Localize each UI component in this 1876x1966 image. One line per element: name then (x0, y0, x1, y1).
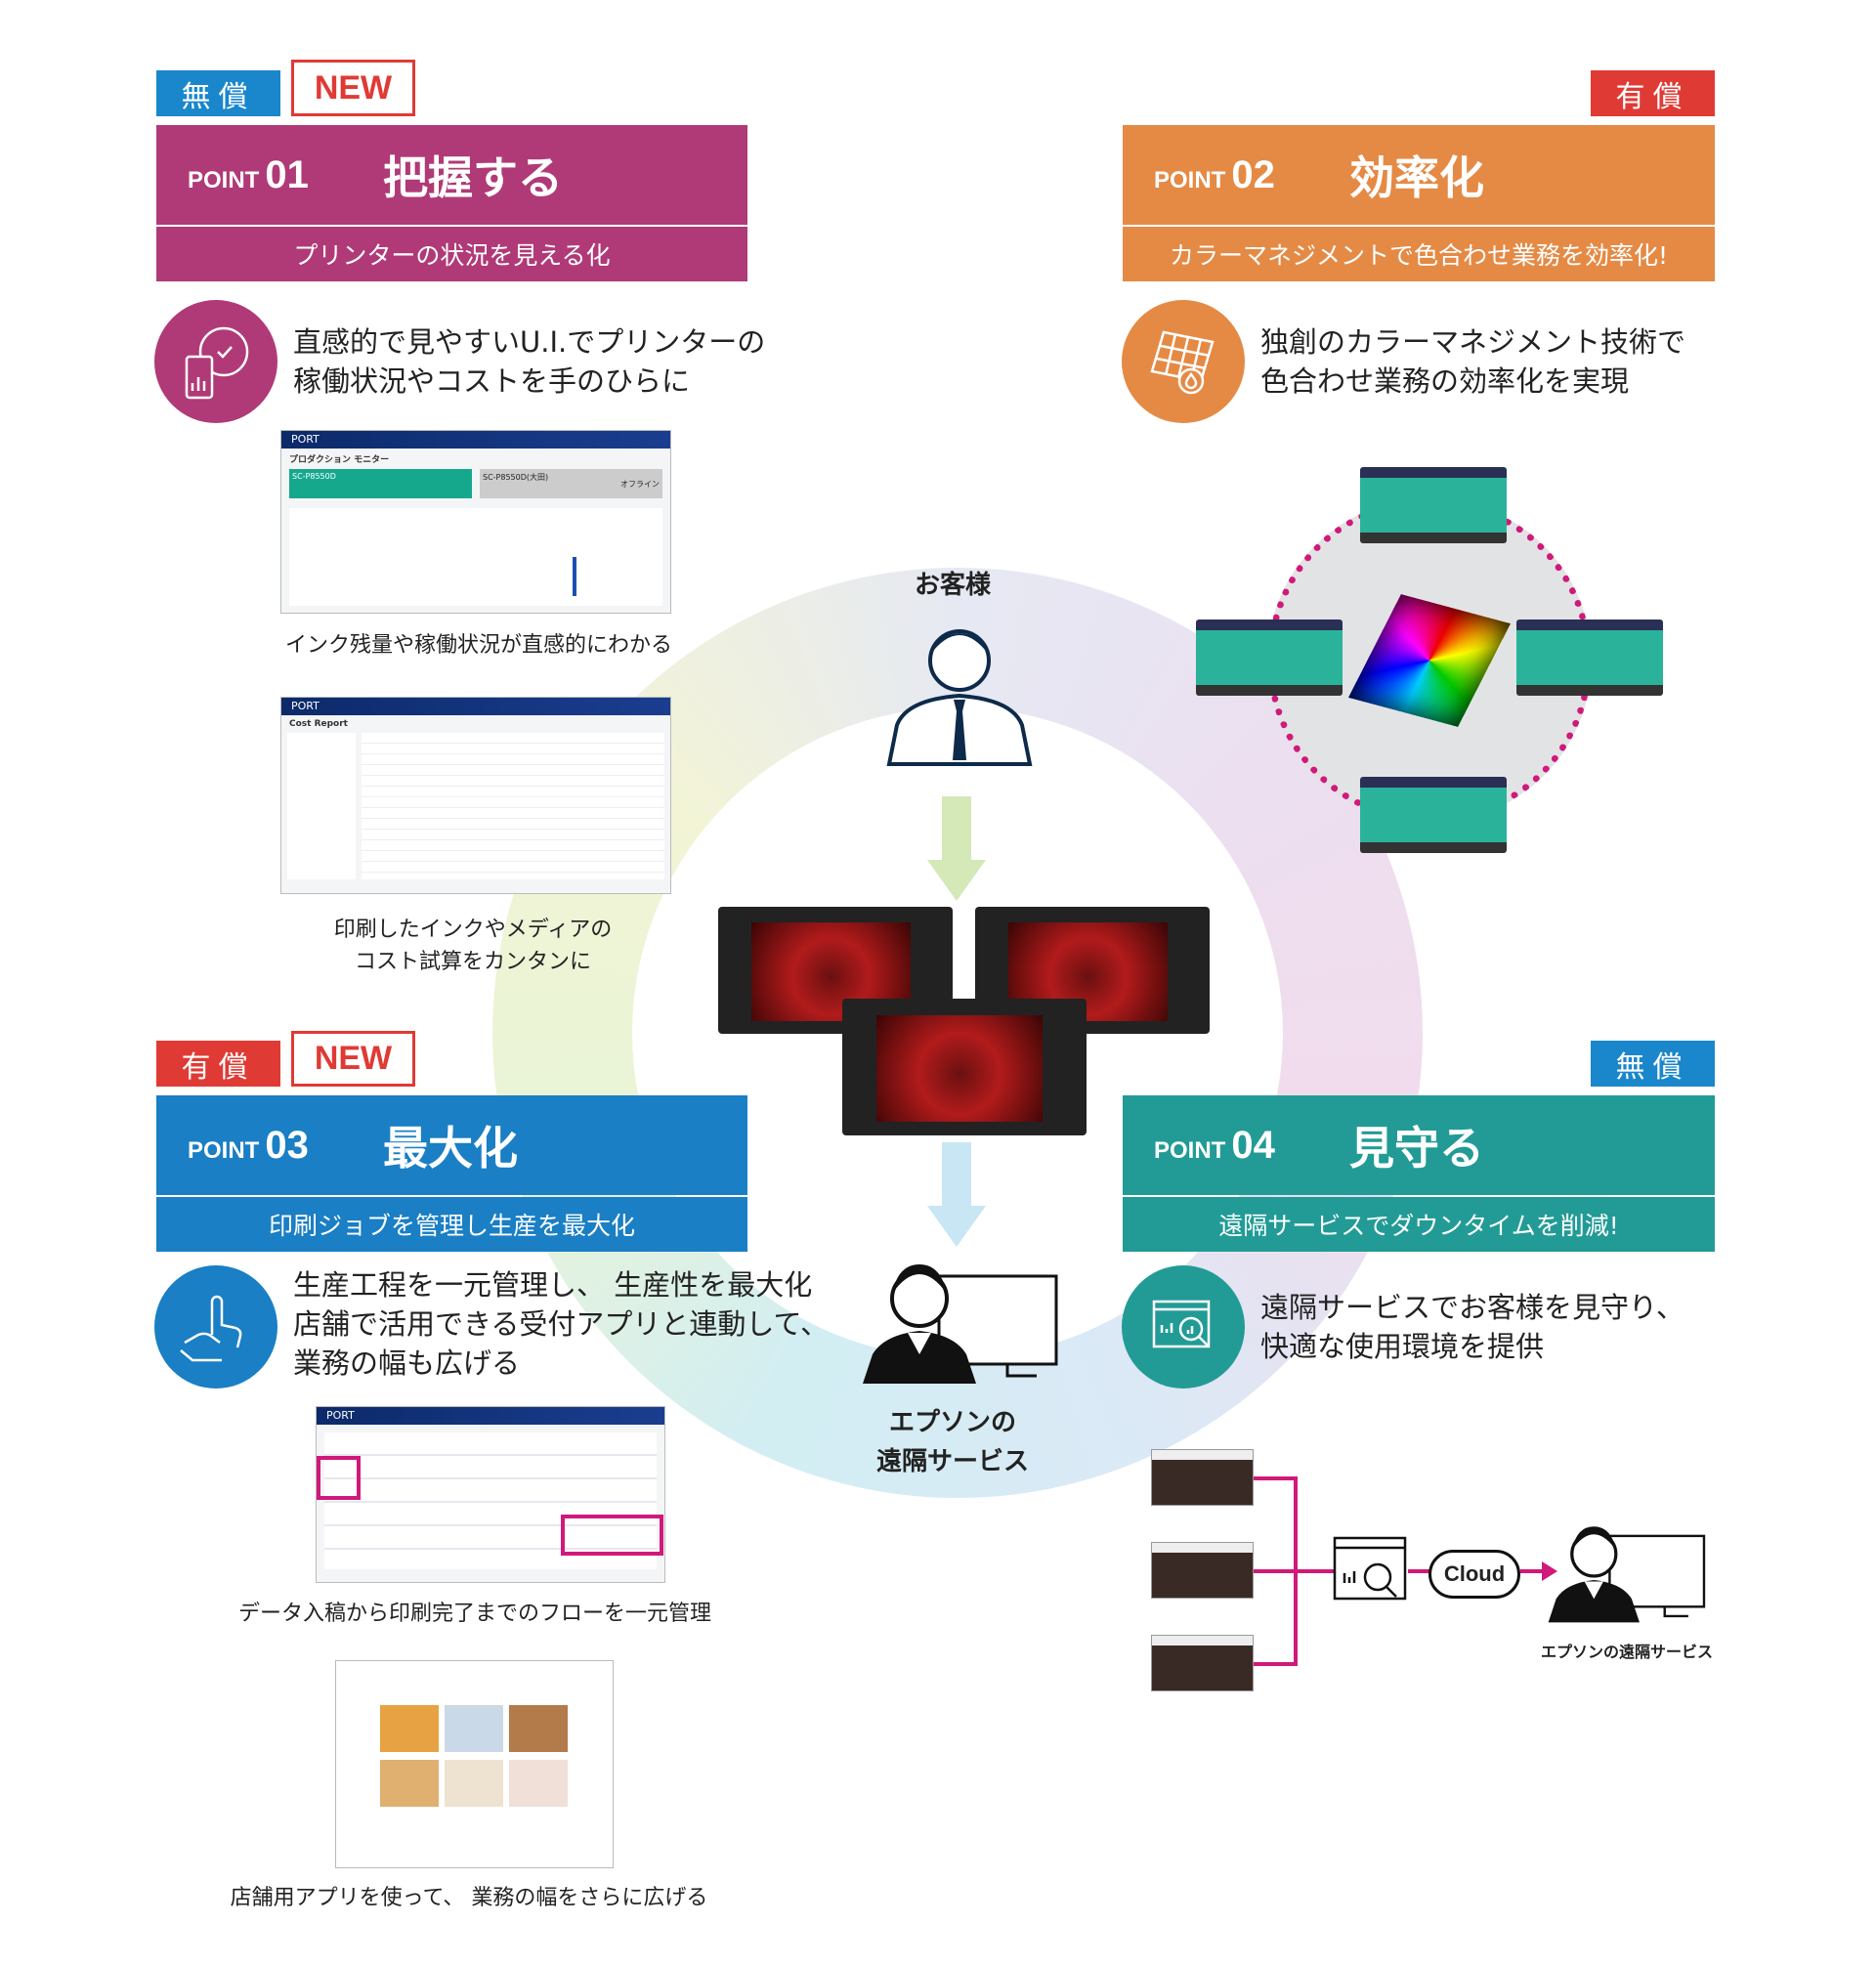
connector-line (1520, 1569, 1544, 1573)
printer-card-active: SC-P8550D (289, 469, 472, 498)
operator-icon (863, 1264, 1058, 1384)
point-title: 効率化 (1349, 151, 1484, 204)
cloud-icon: Cloud (1428, 1550, 1520, 1599)
offline-status: オフライン (620, 479, 660, 489)
point-01-body: 直感的で見やすいU.I.でプリンターの稼働状況やコストを手のひらに (293, 325, 766, 398)
caption-store-app: 店舗用アプリを使って、 業務の幅をさらに広げる (230, 1886, 708, 1910)
monitoring-dashboard-icon (1333, 1536, 1407, 1601)
store-app-screenshot (335, 1660, 614, 1868)
point-title: 見守る (1349, 1122, 1484, 1175)
paid-badge: 有償 (156, 1041, 280, 1087)
connector-line (1408, 1569, 1429, 1573)
point-title: 最大化 (383, 1122, 518, 1175)
monitoring-dashboard-icon (1122, 1265, 1245, 1389)
point-03-body: 生産工程を一元管理し、 生産性を最大化店舗で活用できる受付アプリと連動して、業務… (293, 1268, 830, 1380)
printer-image (1360, 467, 1507, 543)
service-caption: エプソンの遠隔サービス (1540, 1643, 1713, 1661)
printer-image (1360, 777, 1507, 853)
arrow-head (927, 860, 986, 901)
connector-line (1294, 1476, 1298, 1666)
point-01-subtitle: プリンターの状況を見える化 (156, 227, 747, 281)
connector-line (1254, 1662, 1297, 1666)
phone-clock-icon (154, 300, 277, 423)
point-04-subtitle: 遠隔サービスでダウンタイムを削減! (1123, 1197, 1715, 1252)
printer-image (1516, 620, 1663, 696)
point-title: 把握する (383, 151, 563, 204)
arrow-head (1542, 1561, 1557, 1581)
caption-ink: インク残量や稼働状況が直感的にわかる (284, 633, 672, 658)
free-badge: 無償 (156, 70, 280, 116)
new-badge: NEW (291, 60, 415, 116)
printer-image (1151, 1542, 1254, 1599)
printer-name: SC-P8550D(大田) (483, 473, 549, 482)
production-manager-screenshot: PORT (316, 1406, 665, 1583)
printer-image (1151, 1635, 1254, 1691)
printer-image (1151, 1449, 1254, 1506)
point-04-body: 遠隔サービスでお客様を見守り、快適な使用環境を提供 (1260, 1291, 1684, 1363)
point-02-subtitle: カラーマネジメントで色合わせ業務を効率化! (1123, 227, 1715, 281)
new-badge: NEW (291, 1031, 415, 1087)
printer-card-offline: SC-P8550D(大田) オフライン (480, 469, 662, 498)
customer-icon (886, 629, 1033, 766)
service-label: エプソンの遠隔サービス (875, 1408, 1029, 1476)
connector-line (1254, 1476, 1297, 1480)
free-badge: 無償 (1591, 1041, 1715, 1087)
point-03-subtitle: 印刷ジョブを管理し生産を最大化 (156, 1197, 747, 1252)
customer-label: お客様 (914, 571, 991, 600)
arrow-down-blue (942, 1142, 971, 1211)
operator-icon (1548, 1526, 1706, 1623)
paid-badge: 有償 (1591, 70, 1715, 116)
arrow-down-green (942, 796, 971, 865)
arrow-head (927, 1206, 986, 1247)
large-printer-image (842, 999, 1087, 1135)
color-chart-icon (1122, 300, 1245, 423)
hand-touch-icon (154, 1265, 277, 1389)
point-02-body: 独創のカラーマネジメント技術で色合わせ業務の効率化を実現 (1260, 325, 1686, 398)
caption-flow: データ入稿から印刷完了までのフローを一元管理 (237, 1602, 711, 1626)
printer-image (1196, 620, 1343, 696)
caption-cost: 印刷したインクやメディアのコスト試算をカンタンに (333, 918, 613, 974)
